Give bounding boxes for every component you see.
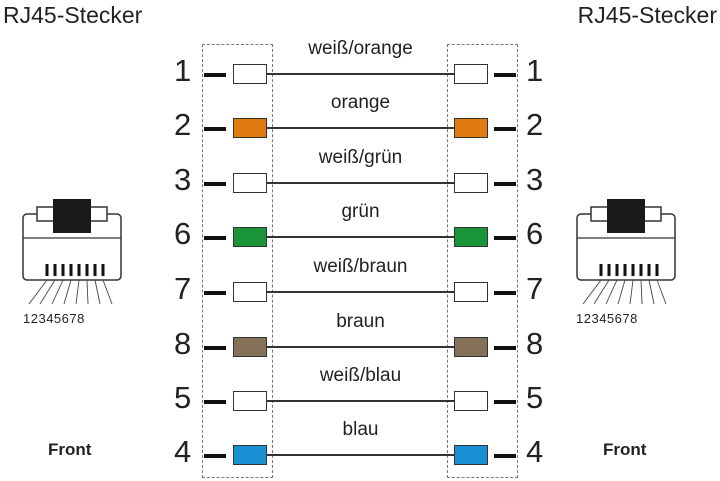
wire-row: 6 grün 6 [0,201,720,259]
wire-row: 3 weiß/grün 3 [0,147,720,205]
left-pin-number: 3 [174,162,192,197]
wire-row: 8 braun 8 [0,311,720,369]
wire-color-label: weiß/grün [318,147,403,168]
left-pin-number: 1 [174,53,192,88]
right-pin-number: 3 [526,162,544,197]
right-color-swatch [454,391,488,411]
left-pin-number: 4 [174,434,192,469]
right-front-caption: Front [603,440,647,459]
right-color-swatch [454,64,488,84]
left-contact-stub [204,73,226,77]
right-pin-number: 1 [526,53,544,88]
wire-line [267,182,454,184]
left-color-swatch [233,173,267,193]
right-color-swatch [454,227,488,247]
right-color-swatch [454,445,488,465]
wire-color-label: weiß/braun [313,256,408,277]
right-contact-stub [494,73,516,77]
right-contact-stub [494,182,516,186]
left-color-swatch [233,118,267,138]
wire-line [267,454,454,456]
wire-row: 2 orange 2 [0,92,720,150]
left-color-swatch [233,445,267,465]
left-color-swatch [233,282,267,302]
left-color-swatch [233,337,267,357]
wire-row: 5 weiß/blau 5 [0,365,720,423]
left-pin-number: 6 [174,216,192,251]
wire-color-label: orange [330,92,391,113]
left-contact-stub [204,400,226,404]
wire-line [267,291,454,293]
right-pin-number: 4 [526,434,544,469]
wire-line [267,73,454,75]
right-contact-stub [494,236,516,240]
right-color-swatch [454,118,488,138]
right-pin-frame [447,44,518,478]
wire-row: 4 blau 4 [0,419,720,477]
left-color-swatch [233,391,267,411]
right-contact-stub [494,127,516,131]
right-pin-number: 8 [526,326,544,361]
right-contact-stub [494,400,516,404]
wire-line [267,127,454,129]
left-color-swatch [233,64,267,84]
left-contact-stub [204,346,226,350]
wire-color-label: grün [341,201,380,222]
right-pin-number: 2 [526,107,544,142]
wire-color-label: braun [336,311,385,332]
right-pin-number: 6 [526,216,544,251]
right-contact-stub [494,291,516,295]
right-connector-title: RJ45-Stecker [577,2,717,28]
right-contact-stub [494,454,516,458]
left-pin-number: 8 [174,326,192,361]
right-color-swatch [454,173,488,193]
left-pin-frame [202,44,273,478]
right-pin-number: 7 [526,271,544,306]
left-front-caption: Front [48,440,92,459]
right-pin-number: 5 [526,380,544,415]
right-contact-stub [494,346,516,350]
right-color-swatch [454,337,488,357]
left-connector-title: RJ45-Stecker [3,2,143,28]
wire-color-label: weiß/orange [308,38,413,59]
left-contact-stub [204,291,226,295]
wire-line [267,400,454,402]
left-color-swatch [233,227,267,247]
wire-color-label: weiß/blau [319,365,402,386]
right-rj45-plug-icon [576,199,676,305]
right-color-swatch [454,282,488,302]
wire-line [267,236,454,238]
wire-color-label: blau [342,419,379,440]
left-pin-number: 5 [174,380,192,415]
left-contact-stub [204,236,226,240]
wire-line [267,346,454,348]
left-pin-numbers: 12345678 [23,311,85,326]
right-pin-numbers: 12345678 [576,311,638,326]
left-pin-number: 7 [174,271,192,306]
left-rj45-plug-icon [22,199,122,305]
left-pin-number: 2 [174,107,192,142]
left-contact-stub [204,182,226,186]
wire-row: 7 weiß/braun 7 [0,256,720,314]
left-contact-stub [204,454,226,458]
wire-row: 1 weiß/orange 1 [0,38,720,96]
left-contact-stub [204,127,226,131]
